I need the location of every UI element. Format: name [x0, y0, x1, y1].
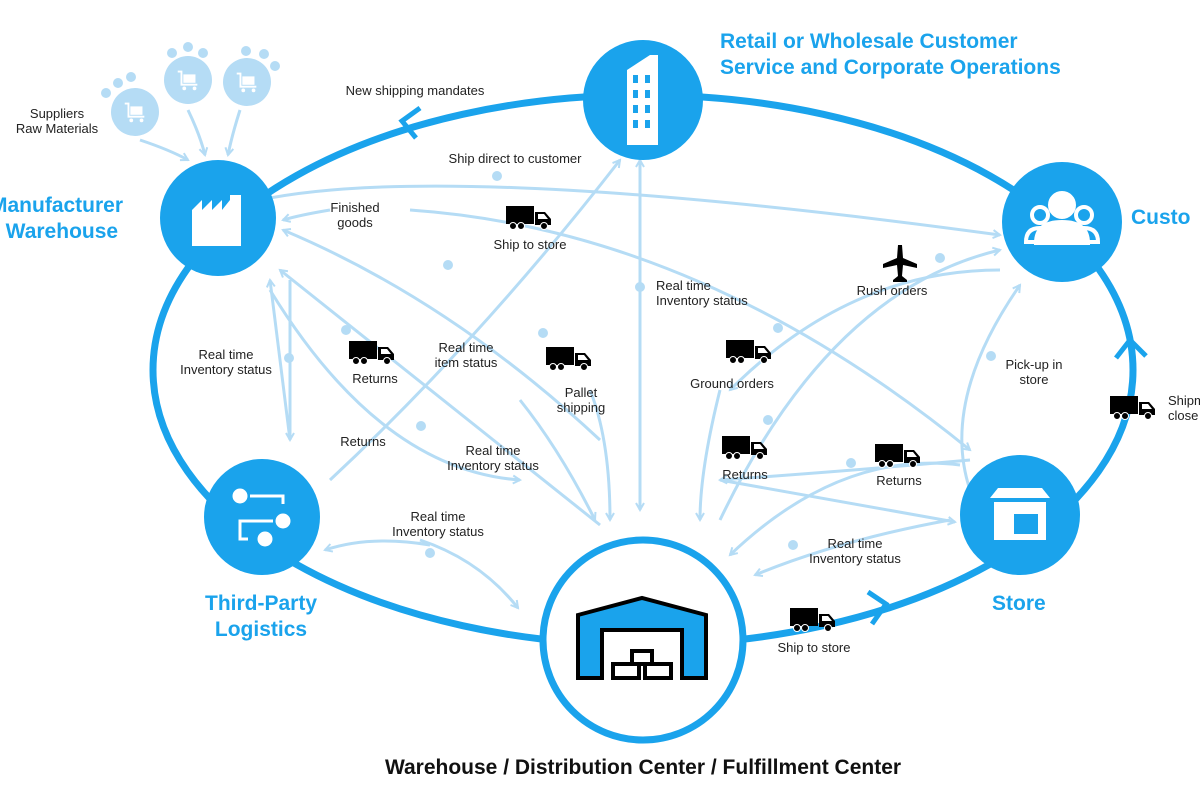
store-icon: [990, 488, 1050, 540]
loop-arrow-left: [398, 105, 422, 140]
rt-inv-mid-line2: Inventory status: [447, 458, 539, 473]
node-customer[interactable]: [1002, 162, 1122, 282]
third-party-title: Third-Party Logistics: [205, 591, 317, 643]
warehouse-icon: [576, 595, 708, 680]
node-retail[interactable]: [583, 40, 703, 160]
label-ship-to-store-top: Ship to store: [493, 237, 567, 252]
label-new-shipping: New shipping mandates: [345, 83, 485, 98]
truck-icon: [722, 436, 768, 460]
label-returns-4: Returns: [876, 473, 922, 488]
suppliers-group: [101, 42, 280, 136]
warehouse-title: Warehouse / Distribution Center / Fulfil…: [384, 756, 902, 779]
flow-icon: [232, 488, 291, 547]
label-returns-3: Returns: [722, 467, 768, 482]
node-store[interactable]: [960, 455, 1080, 575]
truck-icon: [349, 341, 395, 365]
airplane-icon: [883, 245, 917, 282]
manufacturer-title-line1: Manufacturer: [0, 194, 124, 217]
rt-inv-3pl-line1: Real time: [410, 509, 466, 524]
node-manufacturer[interactable]: [160, 160, 276, 276]
node-warehouse[interactable]: [539, 536, 747, 744]
rt-item-line2: item status: [434, 355, 498, 370]
retail-title-line2: Service and Corporate Operations: [720, 56, 1061, 79]
rt-item-line1: Real time: [438, 340, 494, 355]
pickup-line2: store: [1019, 372, 1049, 387]
truck-icon: [726, 340, 772, 364]
rt-inv-3pl-line2: Inventory status: [392, 524, 484, 539]
suppliers-line1: Suppliers: [29, 106, 85, 121]
label-returns-1: Returns: [352, 371, 398, 386]
truck-icon: [546, 347, 592, 371]
customer-title: Custo: [1131, 206, 1191, 229]
label-returns-2: Returns: [340, 434, 386, 449]
building-icon: [627, 55, 658, 145]
label-ship-direct: Ship direct to customer: [448, 151, 582, 166]
label-rush-orders: Rush orders: [856, 283, 928, 298]
rt-inv-store-line2: Inventory status: [809, 551, 901, 566]
rt-inv-center-line2: Inventory status: [656, 293, 748, 308]
manufacturer-title: Manufacturer / Warehouse: [0, 193, 123, 245]
pallet-line1: Pallet: [564, 385, 598, 400]
rt-inv-center-line1: Real time: [656, 278, 711, 293]
people-icon: [1023, 191, 1101, 245]
rt-inv-mid-line1: Real time: [465, 443, 521, 458]
suppliers-line2: Raw Materials: [15, 121, 99, 136]
pallet-line2: shipping: [556, 400, 606, 415]
truck-icon: [1110, 396, 1156, 420]
box-icons: [101, 42, 280, 98]
pickup-line1: Pick-up in: [1005, 357, 1063, 372]
store-title: Store: [992, 592, 1046, 615]
rt-inv-store-line1: Real time: [827, 536, 883, 551]
flow-arrows: [139, 109, 1022, 608]
finished-line2: goods: [337, 215, 373, 230]
retail-title: Retail or Wholesale Customer Service and…: [720, 29, 1061, 81]
third-party-title-line1: Third-Party: [204, 592, 318, 615]
factory-icon: [192, 195, 241, 246]
shipm-line1: Shipm: [1168, 393, 1200, 408]
label-ship-to-store-bottom: Ship to store: [777, 640, 851, 655]
label-ground-orders: Ground orders: [690, 376, 774, 391]
retail-title-line1: Retail or Wholesale Customer: [720, 30, 1018, 53]
loop-arrow-up: [1114, 336, 1148, 360]
finished-line1: Finished: [330, 200, 380, 215]
rt-inv-left-line2: Inventory status: [180, 362, 272, 377]
node-third-party[interactable]: [204, 459, 320, 575]
manufacturer-title-line2: / Warehouse: [0, 220, 119, 243]
third-party-title-line2: Logistics: [214, 618, 308, 641]
shipm-line2: close: [1168, 408, 1199, 423]
loop-arrow-right: [866, 589, 890, 626]
flow-dots: [284, 171, 996, 558]
rt-inv-left-line1: Real time: [198, 347, 254, 362]
